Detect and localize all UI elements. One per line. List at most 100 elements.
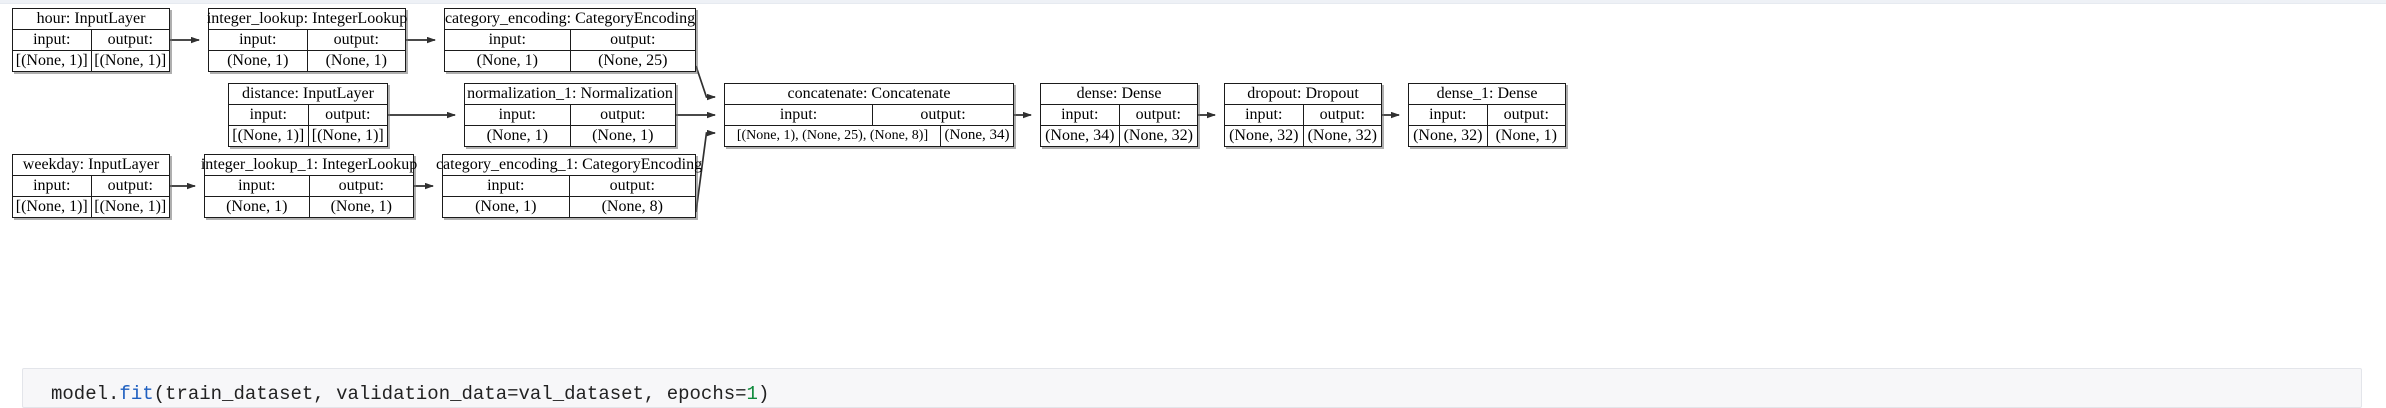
node-input-shape-integer_lookup: (None, 1): [209, 50, 308, 71]
code-line: model.fit(train_dataset, validation_data…: [51, 383, 769, 405]
node-output-shape-integer_lookup_1: (None, 1): [330, 197, 392, 215]
node-header-row-dropout: input: output:: [1225, 105, 1381, 126]
node-title-integer_lookup_1: integer_lookup_1: IntegerLookup: [201, 155, 417, 177]
node-shape-row-dense: (None, 34)(None, 32): [1041, 125, 1197, 146]
node-input-label-category_encoding: input:: [445, 30, 571, 50]
node-output-shape-category_encoding_1: (None, 8): [601, 197, 663, 215]
node-title-distance: distance: InputLayer: [229, 84, 387, 106]
code-token-epochs-value: 1: [746, 383, 758, 405]
node-header-row-dense_1: input: output:: [1409, 105, 1565, 126]
node-output-label-dropout: output:: [1319, 105, 1365, 123]
node-title-hour: hour: InputLayer: [13, 9, 169, 31]
node-title-weekday: weekday: InputLayer: [13, 155, 169, 177]
node-shape-row-category_encoding: (None, 1) (None, 25): [445, 50, 695, 71]
node-shape-row-concatenate: [(None, 1), (None, 25), (None, 8)](None,…: [725, 125, 1013, 146]
node-input-shape-weekday: [(None, 1)]: [13, 196, 92, 217]
node-input-label-integer_lookup_1: input:: [205, 176, 310, 196]
node-header-row-integer_lookup: input: output:: [209, 30, 405, 51]
code-token-args: train_dataset, validation_data=val_datas…: [165, 383, 747, 405]
node-header-row-concatenate: input: output:: [725, 105, 1013, 126]
node-output-label-dense: output:: [1135, 105, 1181, 123]
node-input-label-normalization_1: input:: [465, 105, 571, 125]
node-input-label-distance: input:: [229, 105, 309, 125]
node-input-shape-category_encoding: (None, 1): [445, 50, 571, 71]
node-title-category_encoding_1: category_encoding_1: CategoryEncoding: [436, 155, 702, 177]
node-header-row-category_encoding_1: input:output:: [443, 176, 695, 197]
node-title-dense_1: dense_1: Dense: [1409, 84, 1565, 106]
node-input-shape-dense: (None, 34): [1041, 125, 1120, 146]
node-input-label-dense_1: input:: [1409, 105, 1488, 125]
node-output-label-dense_1: output:: [1503, 105, 1549, 123]
edge-category_encoding-to-concatenate: [695, 65, 716, 101]
node-shape-row-integer_lookup: (None, 1) (None, 1): [209, 50, 405, 71]
node-output-label-integer_lookup_1: output:: [338, 176, 384, 194]
node-output-shape-category_encoding: (None, 25): [598, 51, 668, 69]
node-shape-row-weekday: [(None, 1)][(None, 1)]: [13, 196, 169, 217]
node-title-category_encoding: category_encoding: CategoryEncoding: [445, 9, 695, 31]
node-output-shape-hour: [(None, 1)]: [94, 51, 167, 69]
node-header-row-weekday: input:output:: [13, 176, 169, 197]
node-output-label-normalization_1: output:: [600, 105, 646, 123]
node-output-label-category_encoding_1: output:: [609, 176, 655, 194]
top-separator-strip: [0, 0, 2386, 4]
node-output-label-concatenate: output:: [920, 105, 966, 123]
node-input-label-dense: input:: [1041, 105, 1120, 125]
node-title-normalization_1: normalization_1: Normalization: [465, 84, 675, 106]
node-input-shape-category_encoding_1: (None, 1): [443, 196, 570, 217]
node-input-shape-distance: [(None, 1)]: [229, 125, 309, 146]
node-header-row-category_encoding: input: output:: [445, 30, 695, 51]
node-input-label-hour: input:: [13, 30, 92, 50]
node-title-dropout: dropout: Dropout: [1225, 84, 1381, 106]
node-output-label-hour: output:: [107, 30, 153, 48]
node-header-row-distance: input: output:: [229, 105, 387, 126]
node-shape-row-normalization_1: (None, 1)(None, 1): [465, 125, 675, 146]
node-shape-row-hour: [(None, 1)][(None, 1)]: [13, 50, 169, 71]
node-output-shape-concatenate: (None, 34): [944, 127, 1010, 144]
code-token-close-paren: ): [757, 383, 770, 405]
node-input-label-integer_lookup: input:: [209, 30, 308, 50]
node-shape-row-integer_lookup_1: (None, 1) (None, 1): [205, 196, 413, 217]
node-output-label-distance: output:: [325, 105, 371, 123]
node-input-label-dropout: input:: [1225, 105, 1304, 125]
node-shape-row-dense_1: (None, 32) (None, 1): [1409, 125, 1565, 146]
node-header-row-integer_lookup_1: input: output:: [205, 176, 413, 197]
node-input-label-concatenate: input:: [725, 105, 873, 125]
node-shape-row-category_encoding_1: (None, 1) (None, 8): [443, 196, 695, 217]
node-header-row-normalization_1: input: output:: [465, 105, 675, 126]
node-header-row-dense: input: output:: [1041, 105, 1197, 126]
node-input-shape-integer_lookup_1: (None, 1): [205, 196, 310, 217]
node-input-shape-concatenate: [(None, 1), (None, 25), (None, 8)]: [725, 125, 941, 146]
node-header-row-hour: input: output:: [13, 30, 169, 51]
node-output-shape-integer_lookup: (None, 1): [325, 51, 387, 69]
node-input-shape-hour: [(None, 1)]: [13, 50, 92, 71]
code-token-function: fit: [119, 383, 154, 405]
node-shape-row-distance: [(None, 1)][(None, 1)]: [229, 125, 387, 146]
node-shape-row-dropout: (None, 32)(None, 32): [1225, 125, 1381, 146]
node-input-shape-normalization_1: (None, 1): [465, 125, 571, 146]
node-output-label-integer_lookup: output:: [333, 30, 379, 48]
node-input-shape-dense_1: (None, 32): [1409, 125, 1488, 146]
code-cell[interactable]: model.fit(train_dataset, validation_data…: [22, 368, 2362, 408]
node-output-shape-weekday: [(None, 1)]: [94, 197, 167, 215]
code-token-object: model.: [51, 383, 120, 405]
code-token-open-paren: (: [153, 383, 166, 405]
node-output-label-category_encoding: output:: [610, 30, 656, 48]
node-input-shape-dropout: (None, 32): [1225, 125, 1304, 146]
node-input-label-weekday: input:: [13, 176, 92, 196]
node-output-shape-distance: [(None, 1)]: [311, 126, 384, 144]
node-output-shape-dense_1: (None, 1): [1495, 126, 1557, 144]
node-output-shape-dense: (None, 32): [1123, 126, 1193, 144]
